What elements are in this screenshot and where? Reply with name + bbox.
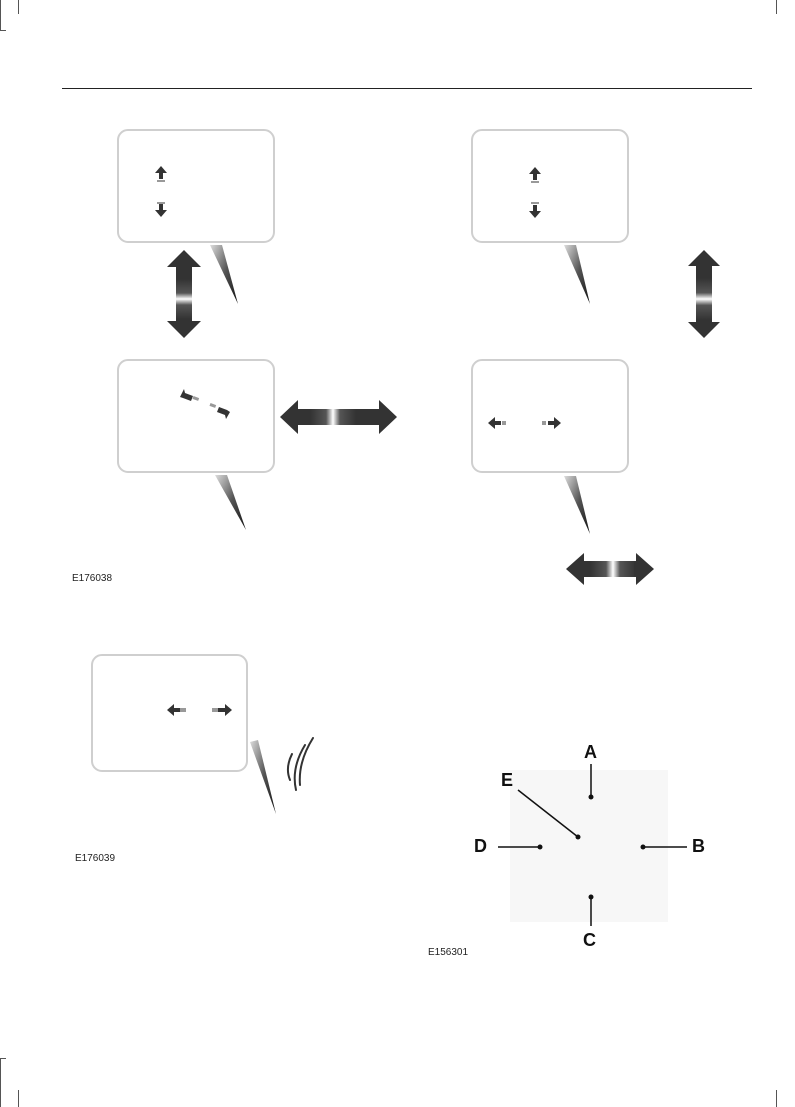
screen-box-up-down-left — [118, 130, 274, 242]
screen-box-diagonal — [118, 360, 274, 472]
motion-lines-icon — [288, 738, 313, 790]
callout-d: D — [474, 836, 487, 857]
pointer-beam-3 — [215, 475, 246, 530]
up-down-arrow-icon — [167, 250, 201, 338]
screen-box-left-right — [472, 360, 628, 472]
screen-box-up-down-right — [472, 130, 628, 242]
callout-a: A — [584, 742, 597, 763]
figure-id-2: E176039 — [75, 853, 115, 864]
figure-id-1: E176038 — [72, 573, 112, 584]
up-down-arrow-icon-right — [688, 250, 720, 338]
callout-b: B — [692, 836, 705, 857]
left-right-arrow-icon-bottom — [566, 553, 654, 585]
screen-box-swipe — [92, 655, 247, 771]
callout-c: C — [583, 930, 596, 951]
control-pad-diagram — [498, 764, 687, 926]
figure-id-3: E156301 — [428, 947, 468, 958]
pointer-beam-5 — [250, 740, 276, 814]
callout-e: E — [501, 770, 513, 791]
pointer-beam-1 — [210, 245, 238, 304]
left-right-arrow-icon — [280, 400, 397, 434]
pointer-beam-4 — [564, 476, 590, 534]
pointer-beam-2 — [564, 245, 590, 304]
